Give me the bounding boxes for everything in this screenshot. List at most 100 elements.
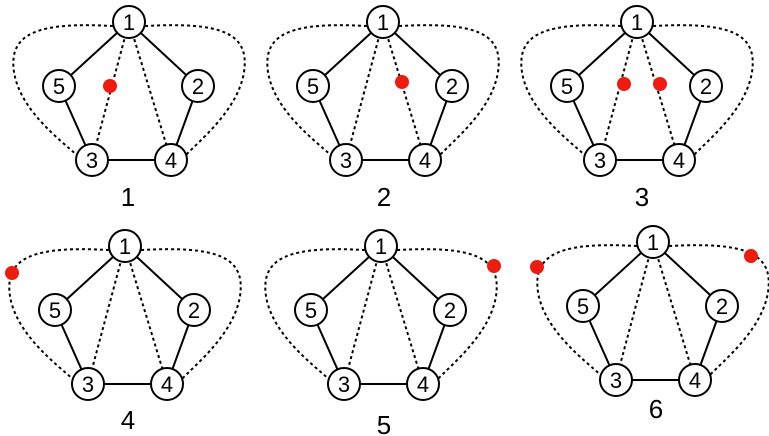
node-1: 1 <box>108 229 142 263</box>
node-circle <box>42 69 76 103</box>
node-1: 1 <box>620 5 654 39</box>
node-circle <box>75 143 109 177</box>
node-label: 2 <box>444 298 456 323</box>
node-label: 1 <box>119 234 131 259</box>
node-label: 4 <box>161 372 173 397</box>
node-5: 5 <box>566 289 600 323</box>
red-marker-dot <box>617 77 631 91</box>
node-circle <box>566 289 600 323</box>
graph-panel-3: 1 2 3 4 5 <box>520 5 754 177</box>
node-3: 3 <box>599 363 633 397</box>
node-label: 3 <box>340 148 352 173</box>
node-label: 4 <box>689 368 701 393</box>
diagonal-1-4 <box>124 245 168 385</box>
node-label: 1 <box>375 234 387 259</box>
node-label: 4 <box>419 148 431 173</box>
node-label: 3 <box>86 148 98 173</box>
node-3: 3 <box>75 143 109 177</box>
outer-edge-1-3 <box>8 248 110 381</box>
node-label: 5 <box>307 74 319 99</box>
node-label: 3 <box>610 368 622 393</box>
outer-edge-1-3 <box>264 248 366 381</box>
node-circle <box>678 363 712 397</box>
node-5: 5 <box>38 293 72 327</box>
panel-caption: 1 <box>121 182 135 212</box>
node-label: 4 <box>673 148 685 173</box>
node-label: 2 <box>446 74 458 99</box>
node-1: 1 <box>112 5 146 39</box>
node-circle <box>705 289 739 323</box>
node-4: 4 <box>662 143 696 177</box>
panel-caption: 2 <box>377 182 391 212</box>
node-circle <box>108 229 142 263</box>
diagonal-1-4 <box>636 21 680 161</box>
node-circle <box>329 143 363 177</box>
node-circle <box>406 367 440 401</box>
node-circle <box>294 293 328 327</box>
node-label: 2 <box>188 298 200 323</box>
outer-edge-1-4 <box>398 24 500 157</box>
red-marker-dot <box>487 259 501 273</box>
node-3: 3 <box>583 143 617 177</box>
node-5: 5 <box>42 69 76 103</box>
outer-edge-1-3 <box>266 24 368 157</box>
node-label: 2 <box>716 294 728 319</box>
node-label: 4 <box>417 372 429 397</box>
red-marker-dot <box>653 77 667 91</box>
red-marker-dot <box>5 266 19 280</box>
diagonal-1-4 <box>128 21 172 161</box>
node-circle <box>662 143 696 177</box>
node-5: 5 <box>294 293 328 327</box>
node-3: 3 <box>327 367 361 401</box>
node-circle <box>150 367 184 401</box>
node-label: 1 <box>123 10 135 35</box>
node-2: 2 <box>177 293 211 327</box>
graph-panel-4: 1 2 3 4 5 <box>8 229 242 401</box>
node-5: 5 <box>550 69 584 103</box>
diagonal-1-3 <box>343 245 382 385</box>
node-circle <box>408 143 442 177</box>
node-label: 3 <box>82 372 94 397</box>
node-label: 4 <box>165 148 177 173</box>
diagonal-1-3 <box>599 21 638 161</box>
node-label: 3 <box>338 372 350 397</box>
node-circle <box>327 367 361 401</box>
outer-edge-1-4 <box>140 248 242 381</box>
node-label: 5 <box>561 74 573 99</box>
node-4: 4 <box>150 367 184 401</box>
node-3: 3 <box>71 367 105 401</box>
diagonal-1-3 <box>87 245 126 385</box>
node-circle <box>550 69 584 103</box>
node-label: 5 <box>577 294 589 319</box>
node-label: 5 <box>49 298 61 323</box>
red-marker-dot <box>103 79 117 93</box>
graph-panel-6: 1 2 3 4 5 <box>536 225 769 397</box>
outer-edge-1-4 <box>396 248 498 381</box>
diagonal-1-4 <box>382 21 426 161</box>
node-4: 4 <box>678 363 712 397</box>
node-4: 4 <box>154 143 188 177</box>
red-marker-dot <box>530 260 544 274</box>
node-circle <box>435 69 469 103</box>
node-3: 3 <box>329 143 363 177</box>
node-4: 4 <box>408 143 442 177</box>
node-circle <box>38 293 72 327</box>
node-2: 2 <box>435 69 469 103</box>
node-circle <box>364 229 398 263</box>
panel-caption: 6 <box>649 394 663 424</box>
panel-caption: 4 <box>121 405 135 435</box>
diagonal-1-3 <box>345 21 384 161</box>
node-label: 5 <box>305 298 317 323</box>
node-label: 1 <box>647 230 659 255</box>
node-circle <box>636 225 670 259</box>
node-label: 2 <box>192 74 204 99</box>
node-label: 1 <box>631 10 643 35</box>
outer-edge-1-3 <box>520 24 622 157</box>
node-label: 2 <box>700 74 712 99</box>
node-circle <box>296 69 330 103</box>
node-2: 2 <box>181 69 215 103</box>
node-circle <box>599 363 633 397</box>
